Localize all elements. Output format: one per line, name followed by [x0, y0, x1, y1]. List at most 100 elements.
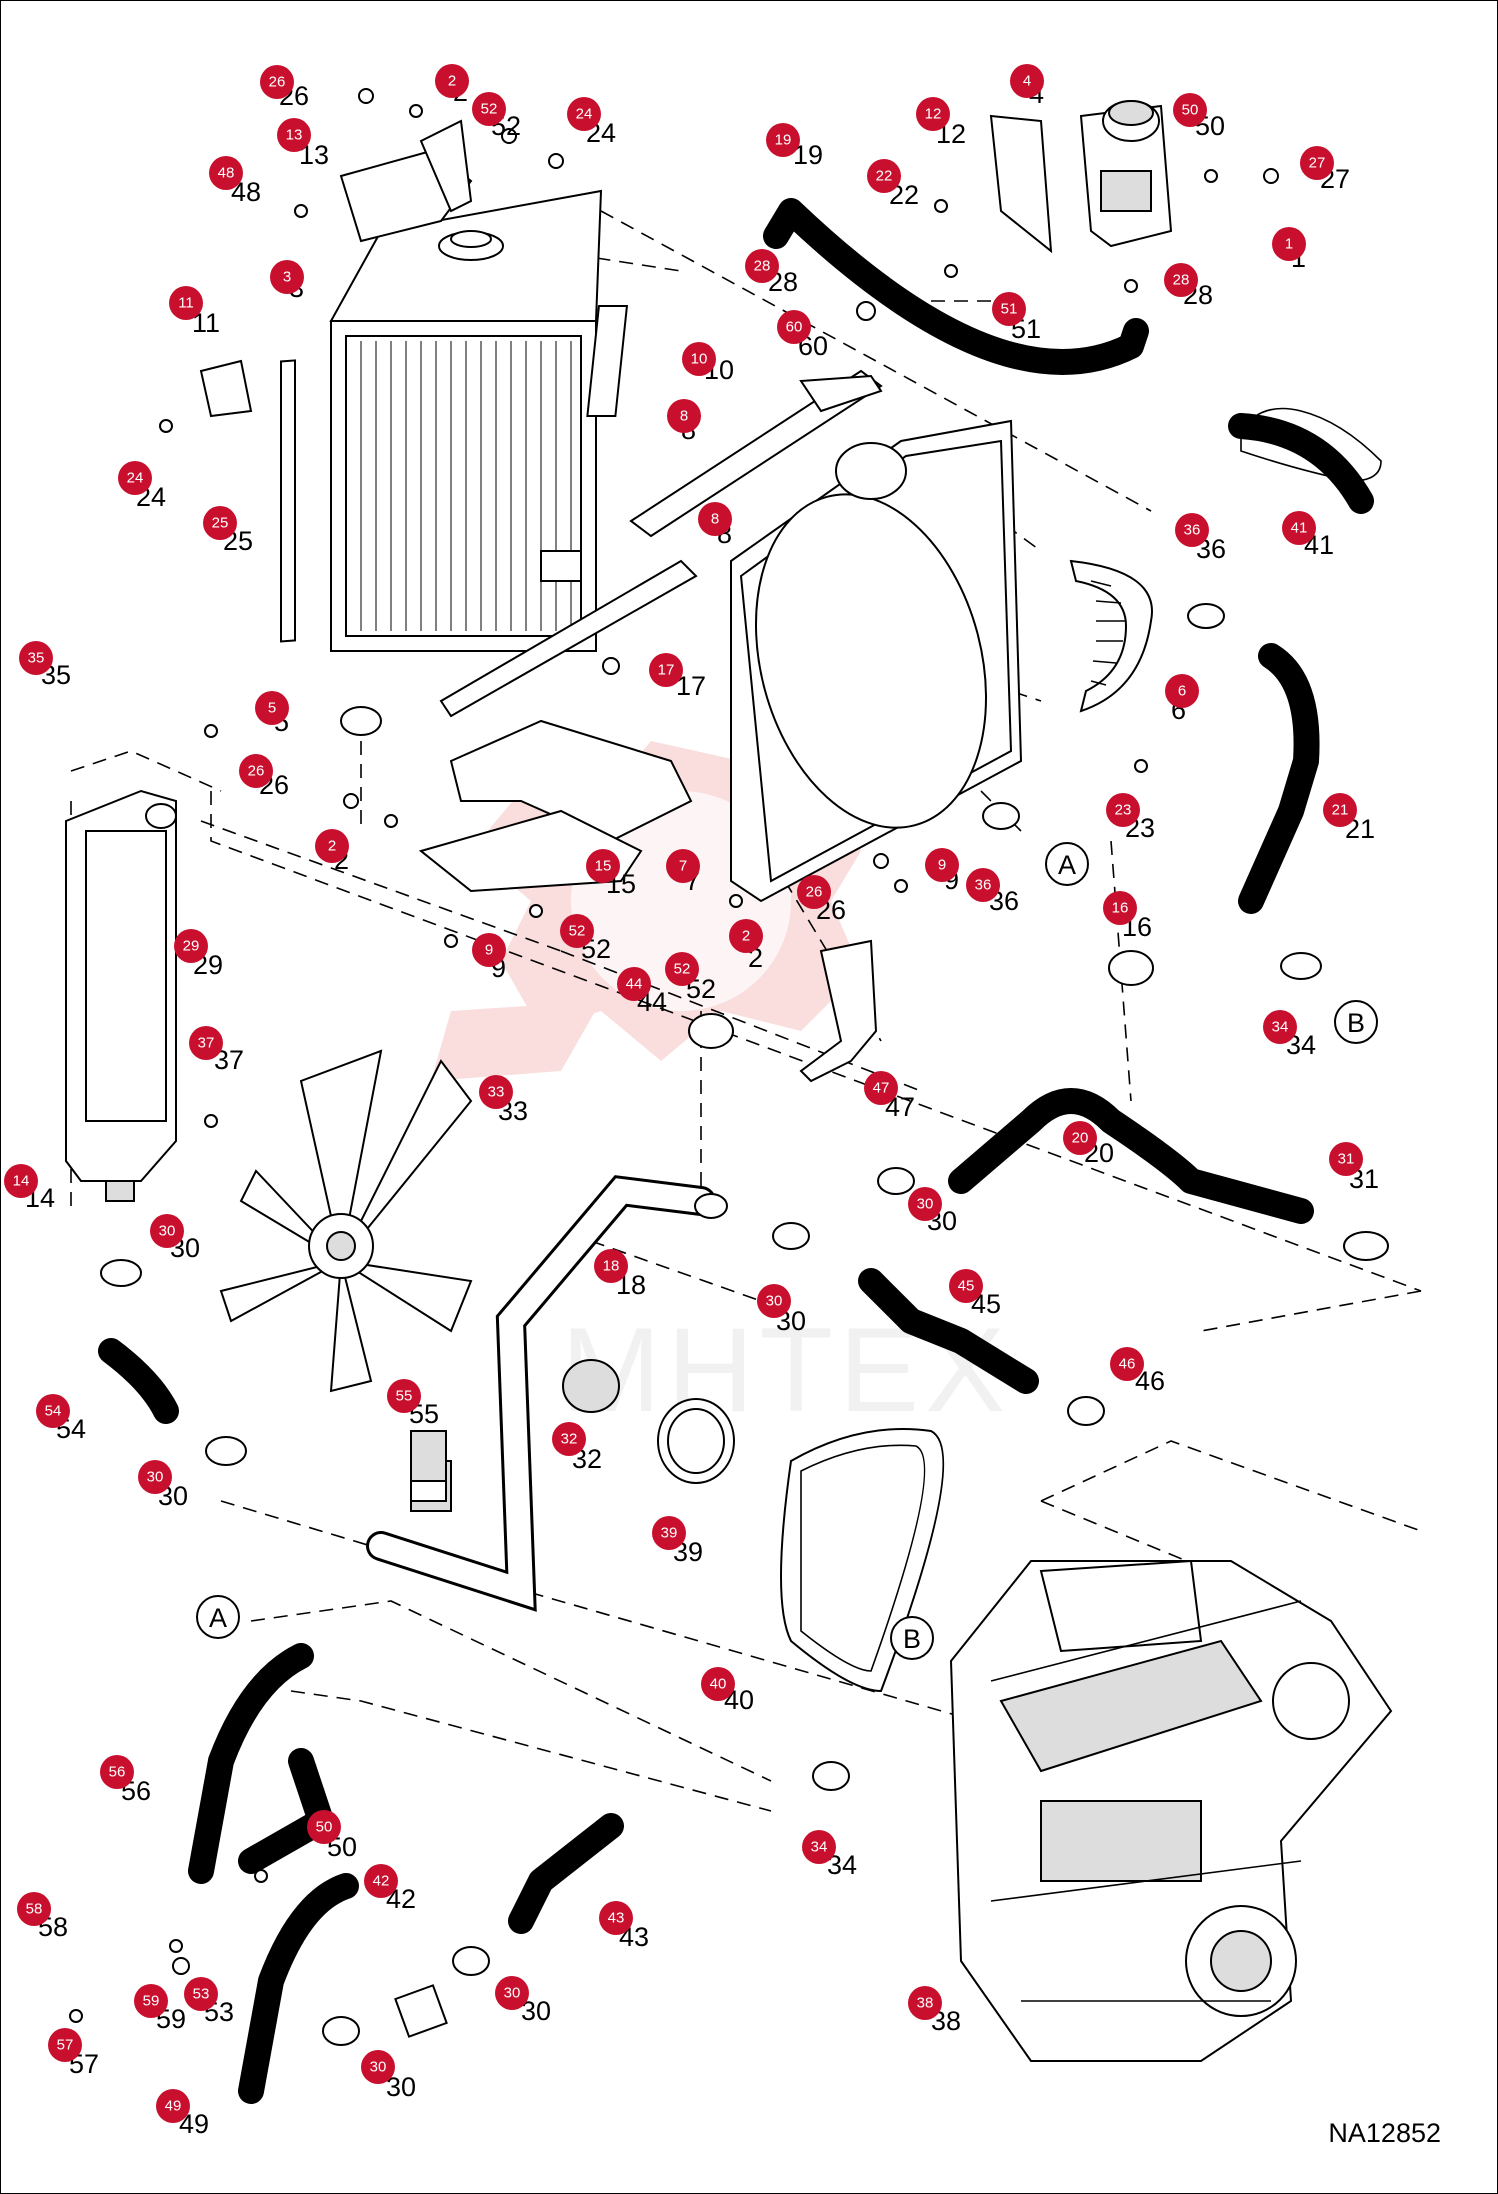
callout-badge	[203, 506, 237, 540]
callout-badge	[949, 1269, 983, 1303]
callout-badge-label: 39	[661, 1525, 678, 1542]
callout-badge	[134, 1984, 168, 2018]
callout-badge-label: 55	[396, 1388, 413, 1405]
callout-8: 88	[698, 502, 732, 549]
callout-9: 99	[925, 848, 959, 895]
callout-badge-label: 50	[316, 1819, 333, 1836]
callout-badge	[138, 1460, 172, 1494]
callout-badge	[189, 1026, 223, 1060]
callout-badge-label: 52	[481, 101, 498, 118]
callout-badge	[802, 1830, 836, 1864]
callout-badge-label: 30	[147, 1469, 164, 1486]
seal-strips	[280, 305, 883, 718]
callout-2: 22	[315, 829, 349, 875]
callout-badge-label: 56	[109, 1764, 126, 1781]
callout-badge-label: 50	[1182, 102, 1199, 119]
callout-2: 22	[435, 64, 469, 107]
callout-badge	[209, 156, 243, 190]
callout-badge	[757, 1284, 791, 1318]
callout-badge-label: 16	[1112, 900, 1129, 917]
callout-badge	[916, 97, 950, 131]
svg-text:B: B	[1347, 1008, 1365, 1038]
callout-badge	[17, 1892, 51, 1926]
shroud-ring	[1069, 559, 1153, 713]
callout-badge-label: 15	[595, 858, 612, 875]
callout-badge	[270, 260, 304, 294]
callout-badge-label: 36	[975, 877, 992, 894]
brackets	[199, 119, 473, 418]
callout-badge-label: 49	[165, 2098, 182, 2115]
callout-badge-label: 37	[198, 1035, 215, 1052]
callout-badge	[19, 641, 53, 675]
callout-3: 33	[270, 260, 304, 303]
callout-badge-label: 33	[488, 1084, 505, 1101]
callout-5: 55	[255, 691, 289, 737]
callout-badge-label: 24	[576, 106, 593, 123]
callout-6: 66	[1165, 674, 1199, 725]
callout-badge	[1106, 793, 1140, 827]
callout-badge-label: 20	[1072, 1130, 1089, 1147]
callout-badge-label: 30	[766, 1293, 783, 1310]
callout-badge	[1165, 674, 1199, 708]
callout-badge	[745, 249, 779, 283]
callout-badge-label: 38	[917, 1995, 934, 2012]
callout-badge-label: 6	[1178, 683, 1186, 700]
callout-badge	[495, 1976, 529, 2010]
callout-badge-label: 40	[710, 1676, 727, 1693]
callout-7: 77	[666, 849, 700, 896]
callout-1: 11	[1272, 227, 1306, 273]
callout-badge-label: 52	[569, 923, 586, 940]
callout-badge-label: 28	[1173, 272, 1190, 289]
callout-badge-label: 29	[183, 938, 200, 955]
callout-badge-label: 30	[370, 2059, 387, 2076]
callout-badge	[966, 868, 1000, 902]
callout-badge	[701, 1667, 735, 1701]
callout-badge-label: 24	[127, 470, 144, 487]
callout-badge	[1110, 1347, 1144, 1381]
callout-badge	[1263, 1010, 1297, 1044]
mount-bracket	[418, 719, 693, 893]
callout-badge	[277, 118, 311, 152]
drawing-number: NA12852	[1328, 2118, 1441, 2148]
callout-badge	[864, 1071, 898, 1105]
fan-shroud	[730, 419, 1023, 903]
callout-badge-label: 48	[218, 165, 235, 182]
callout-badge-label: 30	[504, 1985, 521, 2002]
ref-marker-A: A	[196, 1595, 240, 1639]
ref-marker-B: B	[890, 1616, 934, 1660]
callout-badge-label: 28	[754, 258, 771, 275]
callout-badge	[586, 849, 620, 883]
callout-badge	[100, 1755, 134, 1789]
charge-air-cooler	[65, 789, 177, 1202]
callout-badge	[797, 875, 831, 909]
callout-badge	[617, 967, 651, 1001]
callout-badge	[255, 691, 289, 725]
callout-badge-label: 2	[328, 838, 336, 855]
